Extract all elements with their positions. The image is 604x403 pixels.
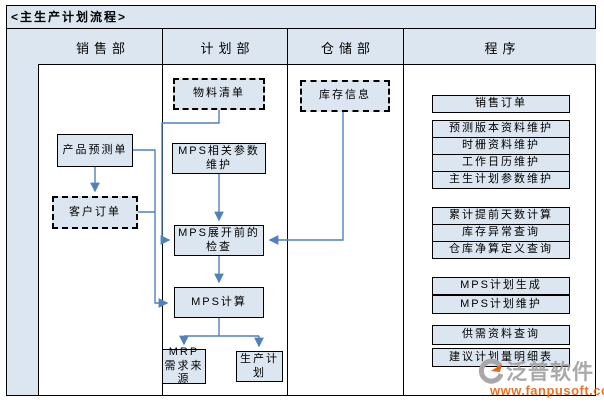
program-inventory-exception-query: 库存异常查询 <box>432 224 570 242</box>
node-mrp-source: MRP需求来源 <box>162 346 206 385</box>
lane-header-sales: 销售部 <box>75 40 130 56</box>
node-inventory-info: 库存信息 <box>300 80 390 112</box>
lane-divider-3 <box>403 29 404 396</box>
lane-divider-2 <box>287 29 288 396</box>
node-mps-calc: MPS计算 <box>174 287 264 318</box>
node-customer-order: 客户订单 <box>52 196 138 229</box>
program-time-fence-maintain: 时栅资料维护 <box>432 137 570 155</box>
lane-header-row <box>38 29 596 65</box>
program-netting-definition-query: 仓库净算定义查询 <box>432 241 570 259</box>
program-forecast-version-maintain: 预测版本资料维护 <box>432 120 570 138</box>
program-mps-plan-maintain: MPS计划维护 <box>432 295 570 314</box>
program-sales-order: 销售订单 <box>432 95 570 113</box>
node-prod-plan: 生产计划 <box>236 351 283 382</box>
program-mps-param-maintain: 主生计划参数维护 <box>432 171 570 189</box>
page-title: <主生产计划流程> <box>6 5 596 29</box>
program-lead-time-calc: 累计提前天数计算 <box>432 207 570 225</box>
program-suggest-plan-detail: 建议计划量明细表 <box>432 348 570 367</box>
lane-header-warehouse: 仓储部 <box>320 40 375 56</box>
left-spacer-lane <box>6 29 39 396</box>
node-mps-precheck: MPS展开前的检查 <box>174 225 264 256</box>
program-supply-demand-query: 供需资料查询 <box>432 325 570 345</box>
lane-header-program: 程序 <box>484 40 521 56</box>
node-product-forecast: 产品预测单 <box>57 134 133 167</box>
node-bom: 物料清单 <box>173 78 265 110</box>
program-work-calendar-maintain: 工作日历维护 <box>432 154 570 172</box>
node-mps-params: MPS相关参数维护 <box>172 143 266 174</box>
lane-header-planning: 计划部 <box>200 40 255 56</box>
program-mps-plan-generate: MPS计划生成 <box>432 277 570 295</box>
lane-divider-1 <box>162 29 163 396</box>
